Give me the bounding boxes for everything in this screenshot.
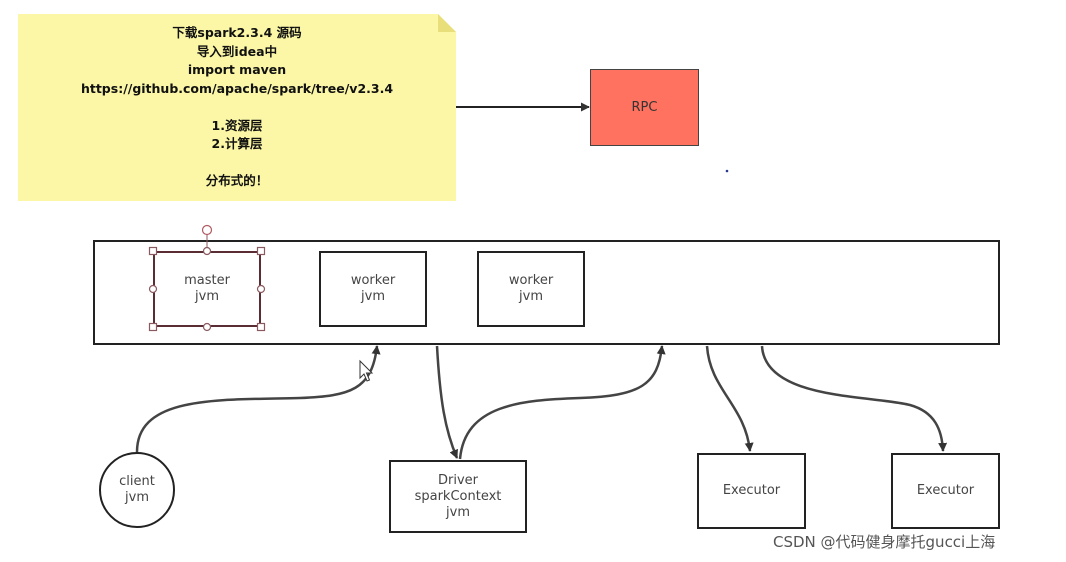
driver-line2: sparkContext [414,488,502,504]
rotate-handle-icon[interactable] [201,224,213,236]
worker-node-2-line1: worker [508,273,554,288]
worker-node-1-line1: worker [350,273,396,288]
sticky-note-text: 下载spark2.3.4 源码 导入到idea中 import maven ht… [18,24,456,191]
master-selection-handles[interactable] [148,224,266,332]
cluster-to-driver-arrow[interactable] [435,345,459,459]
executor-node-1[interactable]: Executor [697,453,806,529]
master-node-line2: jvm [195,289,219,304]
cluster-container[interactable] [93,240,1000,345]
client-node[interactable]: client jvm [99,452,175,528]
rpc-label: RPC [631,100,658,115]
watermark: CSDN @代码健身摩托gucci上海 [773,533,996,551]
driver-line3: jvm [446,504,470,520]
note-line: https://github.com/apache/spark/tree/v2.… [80,80,394,96]
driver-to-cluster-arrow[interactable] [458,345,666,460]
client-to-cluster-arrow[interactable] [135,345,381,453]
note-line: 2.计算层 [211,136,263,151]
driver-line1: Driver [437,472,478,488]
executor-1-label: Executor [722,483,781,498]
note-line: 1.资源层 [211,117,263,133]
worker-node-1[interactable]: worker jvm [319,251,427,327]
note-line: 下载spark2.3.4 源码 [172,25,302,40]
client-line2: jvm [125,490,149,505]
driver-node[interactable]: Driver sparkContext jvm [389,460,527,533]
worker-node-2-line2: jvm [519,289,543,304]
note-line: import maven [187,62,287,77]
master-node[interactable]: master jvm [153,251,261,327]
master-node-line1: master [184,273,230,288]
stray-dot [725,169,729,173]
mouse-cursor-icon [359,359,374,382]
worker-node-2[interactable]: worker jvm [477,251,585,327]
sticky-note[interactable] [18,14,456,201]
executor-2-label: Executor [916,483,975,498]
cluster-to-executor-1-arrow[interactable] [705,345,754,452]
cluster-to-executor-2-arrow[interactable] [760,345,948,452]
worker-node-1-line2: jvm [361,289,385,304]
client-line1: client [119,474,155,489]
note-line: 分布式的！ [205,173,269,188]
note-line: 导入到idea中 [196,43,278,59]
rpc-box[interactable]: RPC [590,69,699,146]
executor-node-2[interactable]: Executor [891,453,1000,529]
